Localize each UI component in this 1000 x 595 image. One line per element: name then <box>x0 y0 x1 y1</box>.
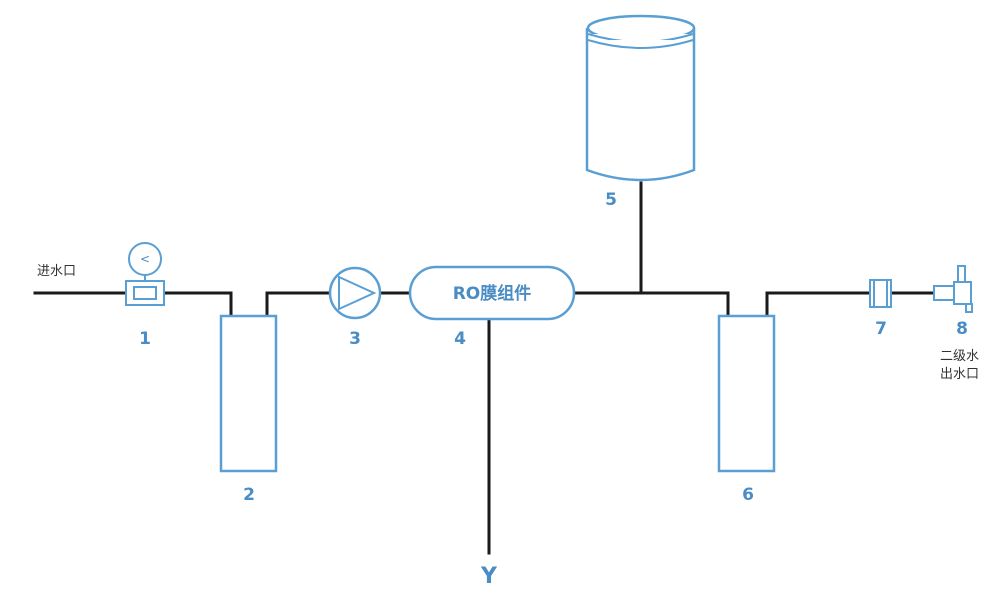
component-number-1: 1 <box>139 329 151 349</box>
component-number-8: 8 <box>956 319 968 339</box>
drain-label: Y <box>480 564 498 589</box>
pipe-1-2 <box>162 291 233 318</box>
outlet-label-line1: 二级水 <box>940 349 979 364</box>
storage-tank-icon <box>585 14 696 182</box>
component-numbers: 1 2 3 4 5 6 7 8 <box>139 190 968 505</box>
pipes <box>33 181 936 555</box>
post-filter-cartridge-icon <box>717 314 776 473</box>
component-number-4: 4 <box>454 329 466 349</box>
component-number-3: 3 <box>349 329 361 349</box>
inline-filter-icon <box>869 279 892 308</box>
ro-membrane-icon: RO膜组件 <box>408 265 576 321</box>
component-number-7: 7 <box>875 319 887 339</box>
pipe-junction-6 <box>639 291 730 318</box>
component-number-2: 2 <box>243 485 255 505</box>
pipe-6-7 <box>765 291 872 318</box>
pretreatment-cartridge-icon <box>219 314 278 473</box>
ro-module-label: RO膜组件 <box>453 283 532 304</box>
outlet-label-line2: 出水口 <box>940 367 979 382</box>
inlet-label: 进水口 <box>37 264 76 279</box>
flow-meter-icon: < <box>125 242 165 306</box>
faucet-icon <box>933 265 973 313</box>
pipe-2-3 <box>265 291 332 318</box>
component-number-5: 5 <box>605 190 617 210</box>
component-number-6: 6 <box>742 485 754 505</box>
pump-icon <box>328 266 382 320</box>
gauge-symbol: < <box>140 252 150 266</box>
